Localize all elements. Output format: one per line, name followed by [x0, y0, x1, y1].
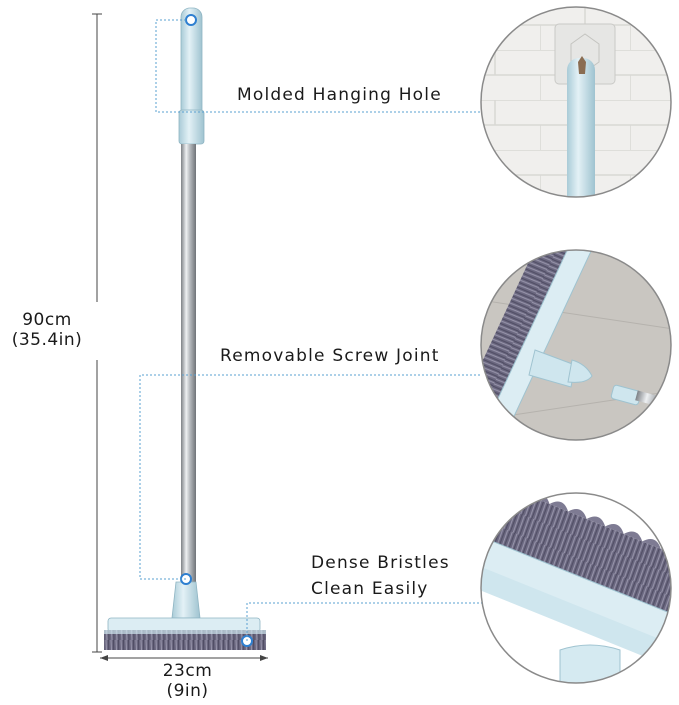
width-imperial: (9in)	[166, 681, 209, 701]
feature-label-bristles: Dense Bristles Clean Easily	[311, 550, 450, 602]
height-dimension-line	[92, 13, 102, 653]
height-metric: 90cm	[22, 310, 72, 330]
width-dimension-label: 23cm (9in)	[140, 661, 235, 701]
width-dimension-line	[100, 655, 268, 661]
detail-circle-screw-joint	[480, 249, 672, 441]
detail-circle-hanging-hole	[480, 6, 672, 198]
feature-label-bristles-line1: Dense Bristles	[311, 553, 450, 573]
height-imperial: (35.4in)	[11, 330, 83, 350]
width-metric: 23cm	[162, 661, 213, 681]
feature-label-screw-joint: Removable Screw Joint	[220, 346, 440, 366]
brush-product-image	[104, 7, 266, 650]
marker-hanging-hole	[185, 14, 197, 26]
feature-label-hanging-hole: Molded Hanging Hole	[237, 85, 442, 105]
feature-label-bristles-line2: Clean Easily	[311, 579, 429, 599]
detail-circle-bristles	[480, 492, 672, 684]
leader-lines	[139, 19, 482, 641]
height-dimension-label: 90cm (35.4in)	[0, 310, 94, 350]
